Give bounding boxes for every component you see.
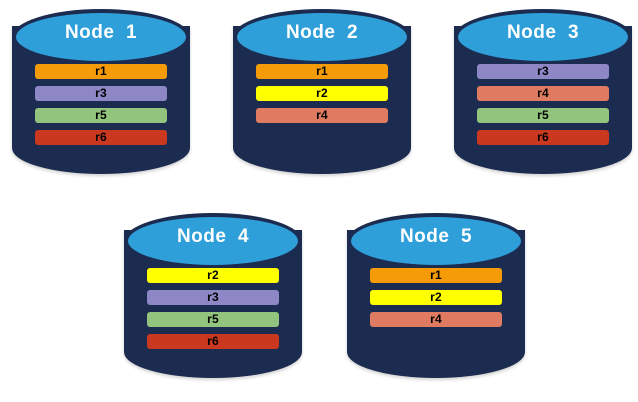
node-cylinder-3[interactable]: Node 3 r3 r4 r5 r6 [450, 4, 636, 182]
node-label: Node 3 [506, 22, 580, 43]
node-label: Node 2 [285, 22, 359, 43]
cylinder-top-ellipse [12, 9, 190, 65]
cylinder-top-ellipse [454, 9, 632, 65]
replica-bar: r5 [477, 108, 609, 123]
replica-bar: r4 [256, 108, 388, 123]
replica-bar: r3 [147, 290, 279, 305]
replica-list: r1 r3 r5 r6 [35, 64, 167, 145]
replica-bar: r2 [370, 290, 502, 305]
cylinder-top-ellipse [347, 213, 525, 269]
replica-bar: r3 [35, 86, 167, 101]
replica-bar: r4 [477, 86, 609, 101]
replica-bar: r2 [256, 86, 388, 101]
node-cylinder-1[interactable]: Node 1 r1 r3 r5 r6 [8, 4, 194, 182]
cylinder-top-ellipse [124, 213, 302, 269]
node-cylinder-5[interactable]: Node 5 r1 r2 r4 [343, 208, 529, 386]
replica-bar: r6 [477, 130, 609, 145]
replica-bar: r1 [370, 268, 502, 283]
replica-bar: r5 [147, 312, 279, 327]
replica-list: r2 r3 r5 r6 [147, 268, 279, 349]
replica-bar: r4 [370, 312, 502, 327]
replica-list: r3 r4 r5 r6 [477, 64, 609, 145]
cylinder-top-ellipse [233, 9, 411, 65]
replica-bar: r6 [147, 334, 279, 349]
replica-bar: r1 [256, 64, 388, 79]
replica-bar: r5 [35, 108, 167, 123]
node-label: Node 4 [176, 226, 250, 247]
replica-bar: r6 [35, 130, 167, 145]
node-label: Node 5 [399, 226, 473, 247]
replica-list: r1 r2 r4 [256, 64, 388, 123]
replica-bar: r2 [147, 268, 279, 283]
replica-bar: r3 [477, 64, 609, 79]
node-label: Node 1 [64, 22, 138, 43]
node-cylinder-2[interactable]: Node 2 r1 r2 r4 [229, 4, 415, 182]
replica-list: r1 r2 r4 [370, 268, 502, 327]
node-cylinder-4[interactable]: Node 4 r2 r3 r5 r6 [120, 208, 306, 386]
replica-bar: r1 [35, 64, 167, 79]
